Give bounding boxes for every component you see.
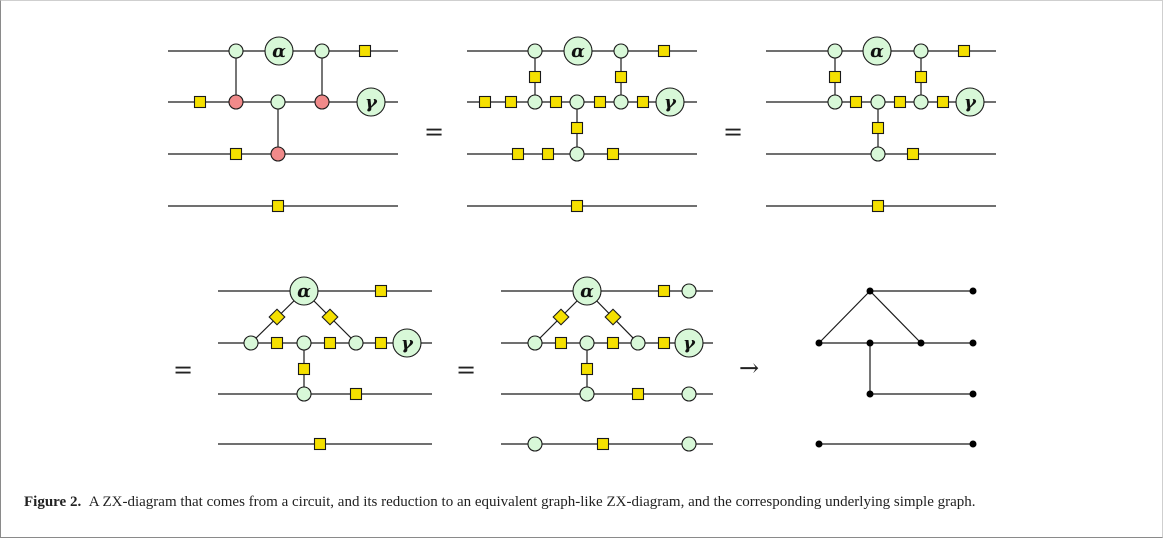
- diagram-circuit: α γ: [168, 36, 398, 213]
- equals-sign-3: =: [173, 356, 193, 384]
- diagram-step-4: α γ: [218, 276, 432, 451]
- caption-text: A ZX-diagram that comes from a circuit, …: [88, 494, 976, 510]
- phase-alpha-spider: α: [264, 36, 294, 66]
- equals-sign-2: =: [723, 118, 743, 146]
- phase-alpha-label: α: [297, 281, 311, 302]
- phase-gamma-label: γ: [401, 333, 414, 354]
- diagram-graph-like: α γ: [501, 276, 713, 452]
- diagram-simple-graph: [815, 287, 977, 448]
- phase-gamma-label: γ: [664, 92, 677, 113]
- phase-gamma-label: γ: [683, 333, 696, 354]
- phase-alpha-label: α: [580, 281, 594, 302]
- arrow-symbol: →: [739, 354, 759, 382]
- diagram-step-3: α γ: [766, 36, 996, 213]
- caption-label: Figure 2.: [24, 494, 82, 510]
- phase-alpha-label: α: [571, 41, 585, 62]
- phase-gamma-spider: γ: [356, 87, 386, 117]
- phase-alpha-label: α: [870, 41, 884, 62]
- figure-caption: Figure 2. A ZX-diagram that comes from a…: [24, 492, 1144, 512]
- equals-sign-4: =: [456, 356, 476, 384]
- phase-gamma-label: γ: [964, 92, 977, 113]
- diagram-step-2: α γ: [467, 36, 697, 213]
- equals-sign-1: =: [424, 118, 444, 146]
- phase-gamma-label: γ: [365, 92, 378, 113]
- phase-alpha-label: α: [272, 41, 286, 62]
